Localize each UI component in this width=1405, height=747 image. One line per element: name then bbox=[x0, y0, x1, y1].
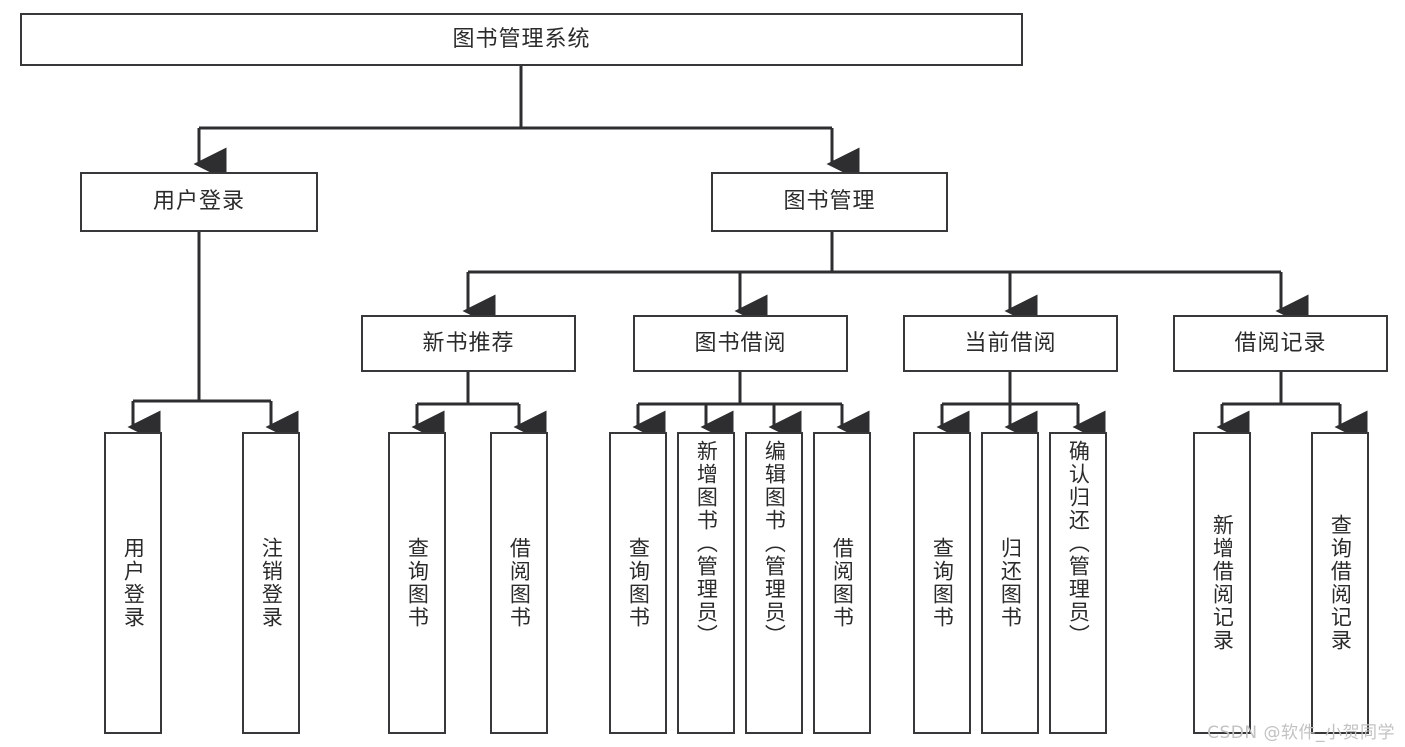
node-current-borrow-label: 当前借阅 bbox=[964, 330, 1057, 356]
node-root-label: 图书管理系统 bbox=[452, 26, 591, 52]
leaf-borrow-query-label: 查询图书 bbox=[626, 537, 651, 629]
leaf-records-query-label: 查询借阅记录 bbox=[1328, 514, 1353, 652]
csdn-watermark: CSDN @软件_小贺同学 bbox=[1207, 723, 1395, 743]
node-borrow-records[interactable]: 借阅记录 bbox=[1173, 315, 1388, 372]
node-user-login[interactable]: 用户登录 bbox=[80, 172, 318, 232]
leaf-current-confirm-return[interactable]: 确认归还（管理员） bbox=[1049, 432, 1107, 734]
leaf-user-login-signout[interactable]: 注销登录 bbox=[242, 432, 300, 734]
leaf-borrow-lend[interactable]: 借阅图书 bbox=[813, 432, 871, 734]
node-book-management-label: 图书管理 bbox=[783, 189, 876, 214]
node-borrow-records-label: 借阅记录 bbox=[1234, 330, 1327, 356]
leaf-borrow-lend-label: 借阅图书 bbox=[830, 537, 855, 629]
leaf-newbook-query[interactable]: 查询图书 bbox=[388, 432, 446, 734]
leaf-user-login-signin[interactable]: 用户登录 bbox=[104, 432, 162, 734]
leaf-user-login-signout-label: 注销登录 bbox=[259, 537, 284, 629]
leaf-records-query[interactable]: 查询借阅记录 bbox=[1311, 432, 1369, 734]
leaf-newbook-borrow[interactable]: 借阅图书 bbox=[490, 432, 548, 734]
leaf-current-query[interactable]: 查询图书 bbox=[913, 432, 971, 734]
node-current-borrow[interactable]: 当前借阅 bbox=[903, 315, 1118, 372]
node-user-login-label: 用户登录 bbox=[152, 189, 245, 214]
node-book-borrow-label: 图书借阅 bbox=[694, 330, 787, 356]
leaf-current-confirm-return-label: 确认归还（管理员） bbox=[1066, 440, 1091, 647]
leaf-borrow-add-label: 新增图书（管理员） bbox=[694, 440, 719, 647]
leaf-borrow-edit[interactable]: 编辑图书（管理员） bbox=[745, 432, 803, 734]
node-new-book-recommend-label: 新书推荐 bbox=[422, 330, 515, 356]
leaf-borrow-add[interactable]: 新增图书（管理员） bbox=[677, 432, 735, 734]
node-book-management[interactable]: 图书管理 bbox=[711, 172, 948, 232]
leaf-borrow-edit-label: 编辑图书（管理员） bbox=[762, 440, 787, 647]
leaf-user-login-signin-label: 用户登录 bbox=[121, 537, 146, 629]
leaf-current-query-label: 查询图书 bbox=[930, 537, 955, 629]
leaf-borrow-query[interactable]: 查询图书 bbox=[609, 432, 667, 734]
leaf-newbook-query-label: 查询图书 bbox=[405, 537, 430, 629]
node-book-borrow[interactable]: 图书借阅 bbox=[633, 315, 848, 372]
node-new-book-recommend[interactable]: 新书推荐 bbox=[361, 315, 576, 372]
leaf-records-add[interactable]: 新增借阅记录 bbox=[1193, 432, 1251, 734]
leaf-records-add-label: 新增借阅记录 bbox=[1210, 514, 1235, 652]
leaf-current-return-label: 归还图书 bbox=[998, 537, 1023, 629]
node-root[interactable]: 图书管理系统 bbox=[20, 13, 1023, 66]
leaf-newbook-borrow-label: 借阅图书 bbox=[507, 537, 532, 629]
leaf-current-return[interactable]: 归还图书 bbox=[981, 432, 1039, 734]
